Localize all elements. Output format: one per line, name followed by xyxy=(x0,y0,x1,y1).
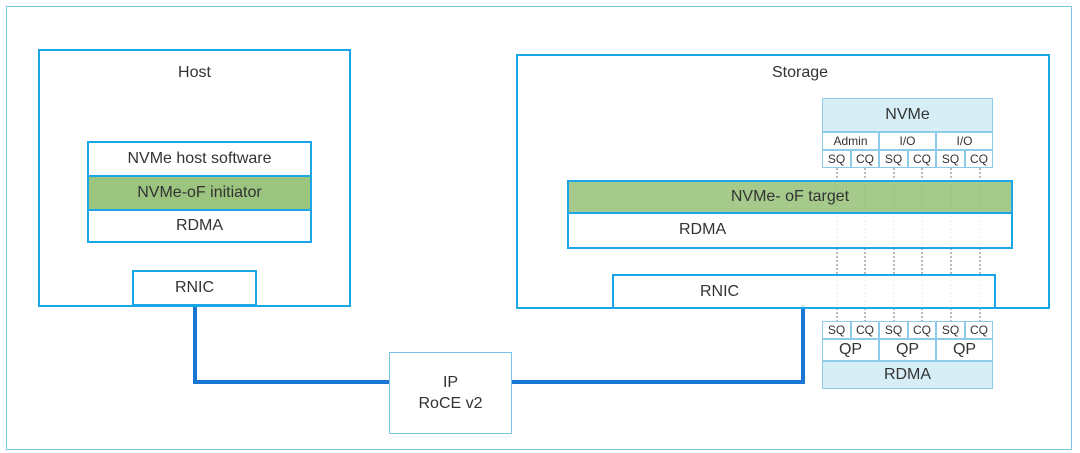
nvme-header: NVMe xyxy=(822,98,993,132)
host-title: Host xyxy=(178,64,211,81)
qp1-sq: SQ xyxy=(822,321,851,339)
host-initiator-layer: NVMe-oF initiator xyxy=(87,175,312,211)
storage-rnic-label: RNIC xyxy=(700,283,740,300)
storage-rnic: RNIC xyxy=(612,274,996,309)
network-to-storage-link xyxy=(511,305,805,384)
nvme-admin-cq: CQ xyxy=(851,150,879,168)
storage-target-layer: NVMe- oF target xyxy=(569,182,1011,214)
qp2-sq: SQ xyxy=(879,321,908,339)
host-rdma-layer: RDMA xyxy=(87,209,312,243)
storage-rdma-layer: RDMA xyxy=(569,216,1011,247)
nvme-io2-cq: CQ xyxy=(965,150,993,168)
network-protocol-roce: RoCE v2 xyxy=(418,395,483,412)
diagram-frame xyxy=(6,6,1072,450)
nvme-io-label-2: I/O xyxy=(936,132,993,150)
nvme-io2-sq: SQ xyxy=(936,150,965,168)
qp2-label: QP xyxy=(879,339,936,361)
host-rnic: RNIC xyxy=(132,270,257,306)
nvme-admin-label: Admin xyxy=(822,132,879,150)
storage-title: Storage xyxy=(771,64,829,81)
network-protocol-ip: IP xyxy=(442,374,459,391)
nvme-admin-sq: SQ xyxy=(822,150,851,168)
qp-rdma-layer: RDMA xyxy=(822,361,993,389)
network-box: IP RoCE v2 xyxy=(389,352,512,434)
host-box xyxy=(38,49,351,307)
nvme-io1-sq: SQ xyxy=(879,150,908,168)
nvme-io1-cq: CQ xyxy=(908,150,936,168)
nvme-io-label-1: I/O xyxy=(879,132,936,150)
storage-target-stack-frame xyxy=(567,180,1013,249)
qp1-cq: CQ xyxy=(851,321,879,339)
qp1-label: QP xyxy=(822,339,879,361)
host-software-layer: NVMe host software xyxy=(87,141,312,177)
qp3-cq: CQ xyxy=(965,321,993,339)
storage-rdma-label: RDMA xyxy=(679,221,727,238)
host-to-network-link xyxy=(193,305,390,384)
qp2-cq: CQ xyxy=(908,321,936,339)
qp3-label: QP xyxy=(936,339,993,361)
qp3-sq: SQ xyxy=(936,321,965,339)
